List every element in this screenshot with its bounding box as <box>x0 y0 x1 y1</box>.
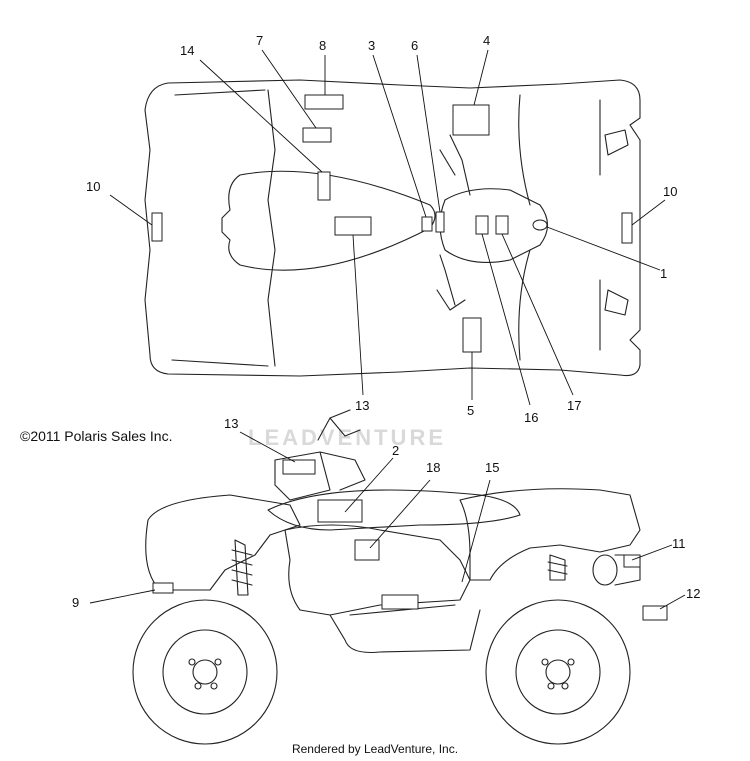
side-view-atv <box>132 409 641 745</box>
decal-10-front <box>621 212 633 244</box>
side-leader-lines <box>89 431 686 610</box>
top-view-atv <box>144 79 641 377</box>
decal-10-rear <box>151 212 163 242</box>
decal-12 <box>642 605 668 621</box>
callout-11: 11 <box>672 536 686 551</box>
callout-10-rear: 10 <box>86 179 100 194</box>
callout-14: 13 <box>224 416 238 431</box>
callout-8: 8 <box>319 38 326 53</box>
callout-5: 5 <box>467 403 474 418</box>
decal-14 <box>282 459 316 475</box>
decal-16-area <box>381 594 419 610</box>
callout-4: 4 <box>483 33 490 48</box>
top-decals <box>151 94 633 353</box>
decal-7 <box>302 127 332 143</box>
callout-15: 14 <box>180 43 194 58</box>
callout-6: 6 <box>411 38 418 53</box>
decal-11 <box>623 554 641 568</box>
watermark: LEADVENTURE <box>248 425 447 450</box>
callout-2: 2 <box>392 443 399 458</box>
decal-9 <box>152 582 174 594</box>
side-decals <box>152 459 668 621</box>
callout-labels: 14 7 8 3 6 4 10 10 1 13 5 16 17 13 2 18 … <box>72 33 700 610</box>
callout-16: 15 <box>485 460 499 475</box>
copyright-notice: ©2011 Polaris Sales Inc. <box>20 428 173 444</box>
callout-17: 16 <box>524 410 538 425</box>
decal-5 <box>462 317 482 353</box>
decal-19 <box>354 539 380 561</box>
decal-17 <box>475 215 489 235</box>
rendered-by-footer: Rendered by LeadVenture, Inc. <box>291 742 459 756</box>
decal-18 <box>495 215 509 235</box>
decal-15 <box>317 171 331 201</box>
top-leader-lines <box>109 49 666 406</box>
headlight <box>532 219 548 231</box>
callout-18: 17 <box>567 398 581 413</box>
callout-7: 7 <box>256 33 263 48</box>
decal-8 <box>304 94 344 110</box>
callout-10-front: 10 <box>663 184 677 199</box>
callout-9: 9 <box>72 595 79 610</box>
decal-2 <box>317 499 363 523</box>
callout-12: 12 <box>686 586 700 601</box>
decal-6 <box>435 211 445 233</box>
callout-3: 3 <box>368 38 375 53</box>
callout-19: 18 <box>426 460 440 475</box>
callout-13: 13 <box>355 398 369 413</box>
callout-1: 1 <box>660 266 667 281</box>
decal-3 <box>421 216 433 232</box>
decal-4 <box>452 104 490 136</box>
decal-13 <box>334 216 372 236</box>
